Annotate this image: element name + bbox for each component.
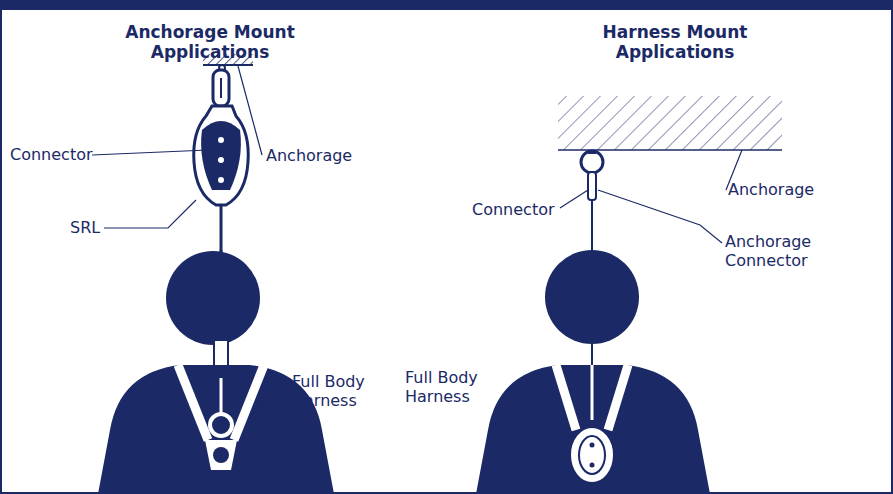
part-label: SRL (645, 400, 675, 419)
section-heading: Anchorage Mount Applications (100, 22, 320, 62)
part-label: SRL (70, 218, 100, 237)
part-label: Connector (10, 145, 93, 164)
part-label: Anchorage (266, 146, 352, 165)
part-label: Full Body Harness (292, 372, 402, 410)
part-label: Connector (472, 200, 555, 219)
part-label: Anchorage (728, 180, 814, 199)
part-label: Anchorage Connector (725, 232, 835, 270)
section-heading: Harness Mount Applications (565, 22, 785, 62)
part-label: Full Body Harness (405, 368, 515, 406)
